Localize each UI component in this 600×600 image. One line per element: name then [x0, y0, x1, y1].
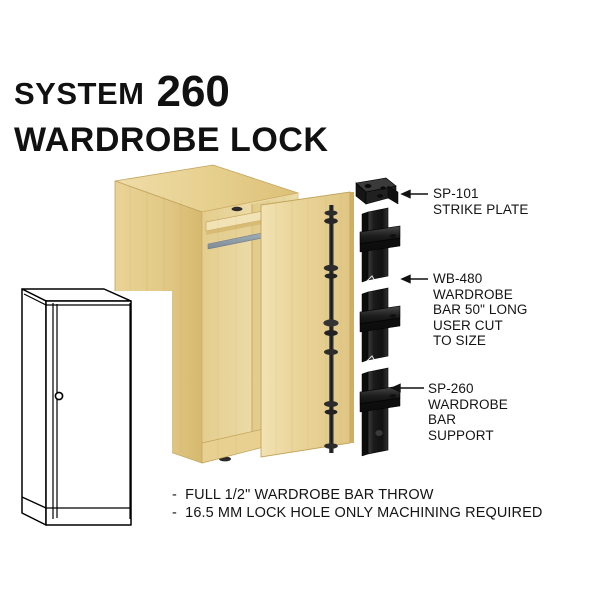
- title-system-number: 260: [156, 67, 230, 116]
- note-bar-throw: - FULL 1/2" WARDROBE BAR THROW: [172, 487, 434, 503]
- closed-cabinet-front: [45, 300, 132, 526]
- hardware-stack: [355, 177, 401, 457]
- closed-cabinet-base: [21, 496, 131, 509]
- callout-leader-arrows: [390, 189, 428, 393]
- cabinet-top-fastener: [231, 206, 243, 212]
- bar-segment-lower: [367, 367, 389, 455]
- closed-cabinet-lock-cylinder: [54, 391, 64, 401]
- callout-sp-260: SP-260 WARDROBE BAR SUPPORT: [428, 381, 508, 443]
- bar-lower-fastener: [375, 430, 383, 436]
- mounted-wardrobe-bar: [323, 205, 339, 453]
- cabinet-door-edge: [350, 192, 354, 443]
- cabinet-door: [260, 191, 354, 458]
- title-line-primary: SYSTEM 260: [14, 67, 434, 116]
- title-block: SYSTEM 260 WARDROBE LOCK: [14, 67, 434, 159]
- title-system-label: SYSTEM: [14, 76, 145, 111]
- leader-arrow-wb480: [400, 274, 428, 284]
- leader-arrow-sp260: [390, 383, 424, 393]
- callout-sp-101: SP-101 STRIKE PLATE: [433, 186, 529, 217]
- closed-cabinet-top-lip: [23, 293, 131, 306]
- closed-cabinet-line-drawing: [0, 288, 172, 540]
- callout-wb-480: WB-480 WARDROBE BAR 50" LONG USER CUT TO…: [433, 271, 528, 348]
- specification-notes: - FULL 1/2" WARDROBE BAR THROW - 16.5 MM…: [172, 486, 542, 522]
- bar-connector-links: [365, 275, 387, 367]
- closed-cabinet-left-side: [21, 288, 47, 526]
- title-product-name: WARDROBE LOCK: [14, 121, 329, 159]
- closed-cabinet-door-reveal: [52, 303, 131, 519]
- wardrobe-bar-rod: [329, 205, 334, 453]
- sp-101-strike-plate: [355, 177, 399, 205]
- note-machining: - 16.5 MM LOCK HOLE ONLY MACHINING REQUI…: [172, 505, 543, 521]
- sp-260-support-brackets: [359, 225, 401, 413]
- leader-arrow-sp101: [400, 189, 428, 199]
- wardrobe-bar-brackets: [323, 210, 339, 449]
